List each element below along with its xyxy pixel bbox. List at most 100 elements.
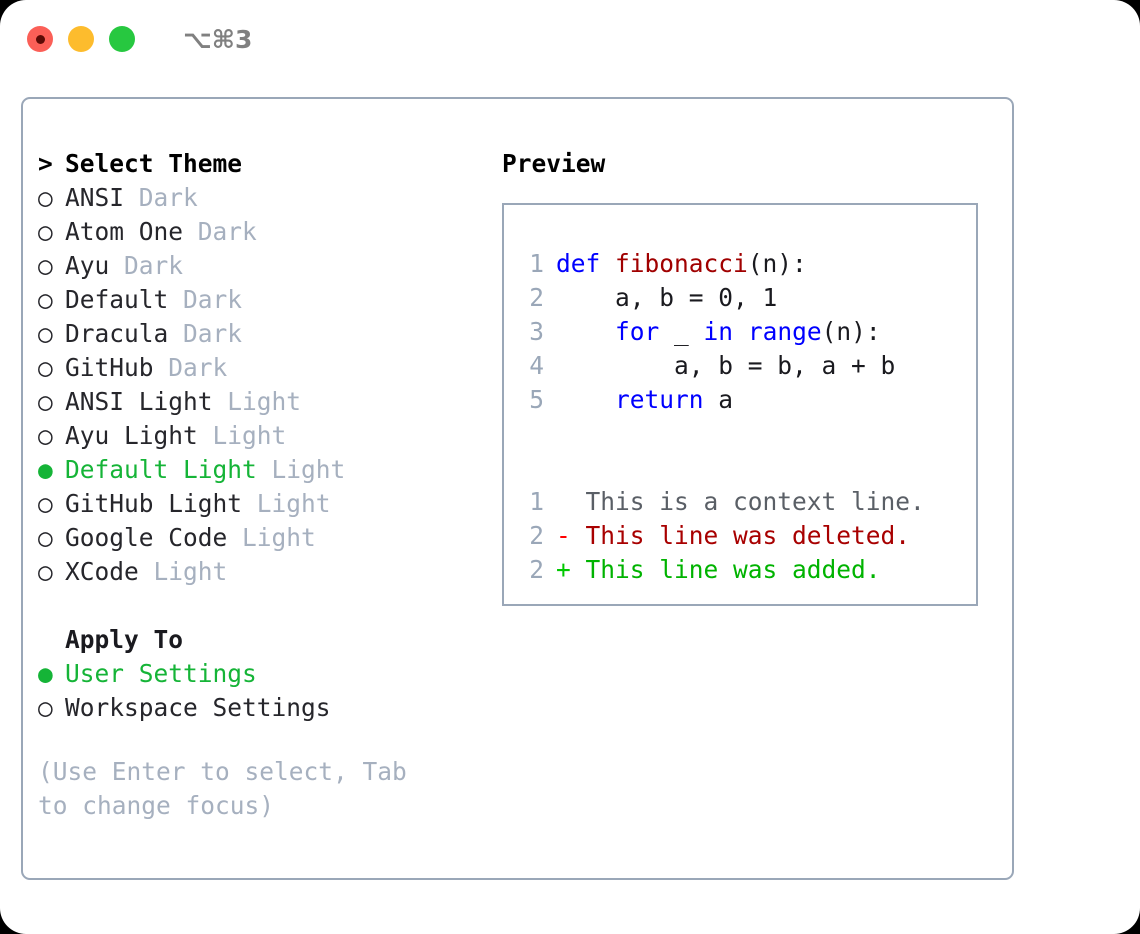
radio-unselected-icon[interactable]: ○ xyxy=(38,285,53,314)
radio-selected-icon[interactable]: ● xyxy=(38,659,53,688)
diff-space xyxy=(571,555,586,584)
theme-item-ayu[interactable]: ○ Ayu Dark xyxy=(38,249,498,283)
token-keyword: return xyxy=(615,385,704,414)
code-content: a, b = b, a + b xyxy=(556,349,895,383)
line-number: 2 xyxy=(529,283,544,312)
apply-to-title: Apply To xyxy=(65,625,184,654)
token-function: fibonacci xyxy=(615,249,748,278)
diff-sign: + xyxy=(556,555,571,584)
select-theme-header: > Select Theme xyxy=(38,147,498,181)
diff-space xyxy=(571,521,586,550)
token-plain: a xyxy=(703,385,734,414)
theme-item-tag-text: Dark xyxy=(138,183,198,212)
diff-text: This line was deleted. xyxy=(585,521,911,550)
preview-title: Preview xyxy=(502,149,606,178)
diff-text: This line was added. xyxy=(585,555,881,584)
code-line: 2 a, b = 0, 1 xyxy=(515,281,976,315)
radio-unselected-icon[interactable]: ○ xyxy=(38,319,53,348)
token-plain: a, b = 0, 1 xyxy=(556,283,778,312)
diff-space xyxy=(571,487,586,516)
theme-item-tag-text: Light xyxy=(212,421,287,450)
theme-item-tag-text: Dark xyxy=(197,217,257,246)
line-number: 1 xyxy=(529,249,544,278)
theme-item-label: Atom One xyxy=(65,217,184,246)
list-spacer xyxy=(38,589,498,623)
tag-space xyxy=(109,249,124,283)
theme-item-tag-text: Dark xyxy=(183,319,243,348)
radio-selected-icon[interactable]: ● xyxy=(38,455,53,484)
theme-item-label: GitHub Light xyxy=(65,489,243,518)
tag-space xyxy=(198,419,213,453)
theme-item-google-code[interactable]: ○ Google Code Light xyxy=(38,521,498,555)
tag-space xyxy=(257,453,272,487)
radio-unselected-icon[interactable]: ○ xyxy=(38,353,53,382)
theme-item-label: GitHub xyxy=(65,353,154,382)
theme-item-tag-text: Dark xyxy=(124,251,184,280)
radio-unselected-icon[interactable]: ○ xyxy=(38,421,53,450)
line-number: 2 xyxy=(529,521,544,550)
diff-content: + This line was added. xyxy=(556,553,881,587)
diff-line-added: 2 + This line was added. xyxy=(515,553,976,587)
theme-item-label: XCode xyxy=(65,557,139,586)
theme-item-dracula[interactable]: ○ Dracula Dark xyxy=(38,317,498,351)
theme-item-github[interactable]: ○ GitHub Dark xyxy=(38,351,498,385)
radio-unselected-icon[interactable]: ○ xyxy=(38,693,53,722)
tag-space xyxy=(183,215,198,249)
line-number: 1 xyxy=(529,487,544,516)
tag-space xyxy=(168,283,183,317)
radio-unselected-icon[interactable]: ○ xyxy=(38,183,53,212)
tag-space xyxy=(154,351,169,385)
radio-unselected-icon[interactable]: ○ xyxy=(38,217,53,246)
theme-item-label: ANSI Light xyxy=(65,387,213,416)
theme-item-default-light[interactable]: ● Default Light Light xyxy=(38,453,498,487)
token-plain: _ xyxy=(659,317,704,346)
minimize-button[interactable] xyxy=(68,26,94,52)
theme-item-tag-text: Light xyxy=(271,455,346,484)
apply-to-user-settings[interactable]: ● User Settings xyxy=(38,657,498,691)
apply-to-item-label: Workspace Settings xyxy=(65,693,331,722)
tag-space xyxy=(139,555,154,589)
diff-text: This is a context line. xyxy=(585,487,925,516)
radio-unselected-icon[interactable]: ○ xyxy=(38,489,53,518)
apply-to-workspace-settings[interactable]: ○ Workspace Settings xyxy=(38,691,498,725)
code-line: 1 def fibonacci(n): xyxy=(515,247,976,281)
theme-item-label: Google Code xyxy=(65,523,228,552)
theme-item-ansi[interactable]: ○ ANSI Dark xyxy=(38,181,498,215)
code-content: def fibonacci(n): xyxy=(556,247,807,281)
theme-item-tag-text: Light xyxy=(227,387,302,416)
diff-line-context: 1 This is a context line. xyxy=(515,485,976,519)
radio-unselected-icon[interactable]: ○ xyxy=(38,523,53,552)
theme-item-label: Default Light xyxy=(65,455,257,484)
radio-unselected-icon[interactable]: ○ xyxy=(38,387,53,416)
select-theme-label: Select Theme xyxy=(65,149,243,178)
diff-content: This is a context line. xyxy=(556,485,925,519)
tag-space xyxy=(227,521,242,555)
code-preview-box: 1 def fibonacci(n): 2 a, b = 0, 1 3 for … xyxy=(502,203,978,606)
radio-unselected-icon[interactable]: ○ xyxy=(38,251,53,280)
code-blank-line xyxy=(515,451,976,485)
code-line: 4 a, b = b, a + b xyxy=(515,349,976,383)
theme-item-label: Default xyxy=(65,285,169,314)
token-keyword: for xyxy=(615,317,660,346)
theme-item-github-light[interactable]: ○ GitHub Light Light xyxy=(38,487,498,521)
radio-unselected-icon[interactable]: ○ xyxy=(38,557,53,586)
token-builtin: range xyxy=(747,317,822,346)
theme-item-default[interactable]: ○ Default Dark xyxy=(38,283,498,317)
diff-sign xyxy=(556,487,571,516)
close-button[interactable] xyxy=(27,26,53,52)
theme-item-ayu-light[interactable]: ○ Ayu Light Light xyxy=(38,419,498,453)
theme-item-tag xyxy=(124,181,139,215)
code-content: a, b = 0, 1 xyxy=(556,281,777,315)
token-plain: (n): xyxy=(747,249,807,278)
diff-line-deleted: 2 - This line was deleted. xyxy=(515,519,976,553)
diff-content: - This line was deleted. xyxy=(556,519,910,553)
diff-sign: - xyxy=(556,521,571,550)
theme-item-xcode[interactable]: ○ XCode Light xyxy=(38,555,498,589)
code-line: 3 for _ in range(n): xyxy=(515,315,976,349)
tag-space xyxy=(242,487,257,521)
code-content: return a xyxy=(556,383,733,417)
theme-item-atom-one[interactable]: ○ Atom One Dark xyxy=(38,215,498,249)
zoom-button[interactable] xyxy=(109,26,135,52)
theme-item-ansi-light[interactable]: ○ ANSI Light Light xyxy=(38,385,498,419)
